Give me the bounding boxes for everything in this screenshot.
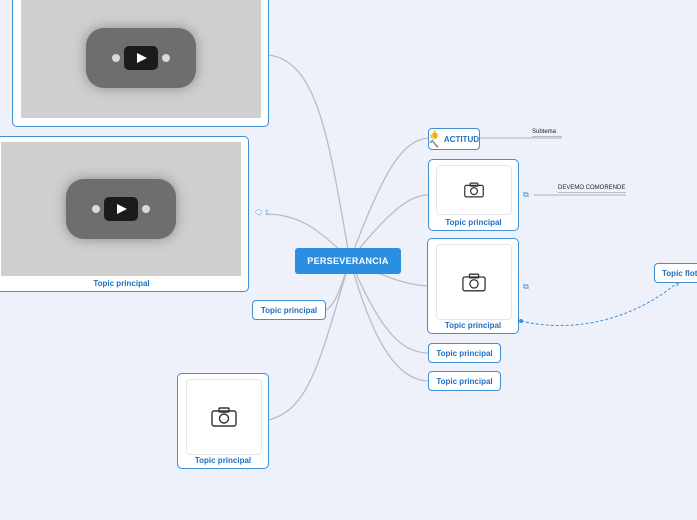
image-topic-left[interactable]: Topic principal — [177, 373, 269, 469]
topic-caption: Topic principal — [93, 279, 150, 288]
topic-right-1[interactable]: Topic principal — [428, 343, 501, 363]
play-icon — [104, 197, 138, 221]
video-thumbnail[interactable] — [1, 142, 241, 276]
comment-count: 1 — [264, 210, 269, 217]
image-topic-right-1[interactable]: Topic principal — [428, 159, 519, 231]
central-topic[interactable]: PERSEVERANCIA — [295, 248, 401, 274]
video-thumbnail[interactable] — [21, 0, 261, 118]
topic-label: ACTITUD — [443, 134, 479, 144]
comment-indicator[interactable]: 🗨 1 — [254, 209, 269, 217]
topic-caption: Topic principal — [445, 218, 502, 227]
topic-label: Topic principal — [260, 305, 318, 315]
subtopic-subtema[interactable]: Subtema — [532, 129, 562, 137]
topic-label: Topic principal — [436, 376, 493, 386]
floating-topic[interactable]: Topic flot — [654, 263, 697, 283]
thumbs-up-hammer-icons: 👍🔨 — [429, 130, 439, 148]
topic-caption: Topic principal — [194, 456, 252, 465]
external-link-icon[interactable]: ⧉ — [523, 282, 529, 291]
topic-label: Topic principal — [436, 348, 493, 358]
camera-icon — [211, 407, 237, 427]
video-topic-top[interactable] — [12, 0, 269, 127]
video-play-button[interactable] — [66, 179, 176, 239]
video-play-button[interactable] — [86, 28, 196, 88]
subtopic-devemo[interactable]: DEVEMO COMORENDE — [558, 185, 626, 193]
camera-icon — [462, 273, 486, 291]
central-topic-label: PERSEVERANCIA — [307, 256, 389, 266]
comment-icon: 🗨 — [254, 210, 263, 217]
topic-label: Topic flot — [662, 268, 697, 278]
image-topic-right-2[interactable]: Topic principal — [427, 238, 519, 334]
topic-left[interactable]: Topic principal — [252, 300, 326, 320]
camera-icon — [464, 182, 484, 198]
external-link-icon[interactable]: ⧉ — [523, 190, 529, 199]
play-icon — [124, 46, 158, 70]
topic-right-2[interactable]: Topic principal — [428, 371, 501, 391]
image-placeholder[interactable] — [436, 244, 512, 320]
image-placeholder[interactable] — [436, 165, 512, 215]
topic-caption: Topic principal — [444, 321, 502, 330]
topic-actitud[interactable]: 👍🔨 ACTITUD — [428, 128, 480, 150]
image-placeholder[interactable] — [186, 379, 262, 455]
video-topic-mid[interactable]: Topic principal — [0, 136, 249, 292]
